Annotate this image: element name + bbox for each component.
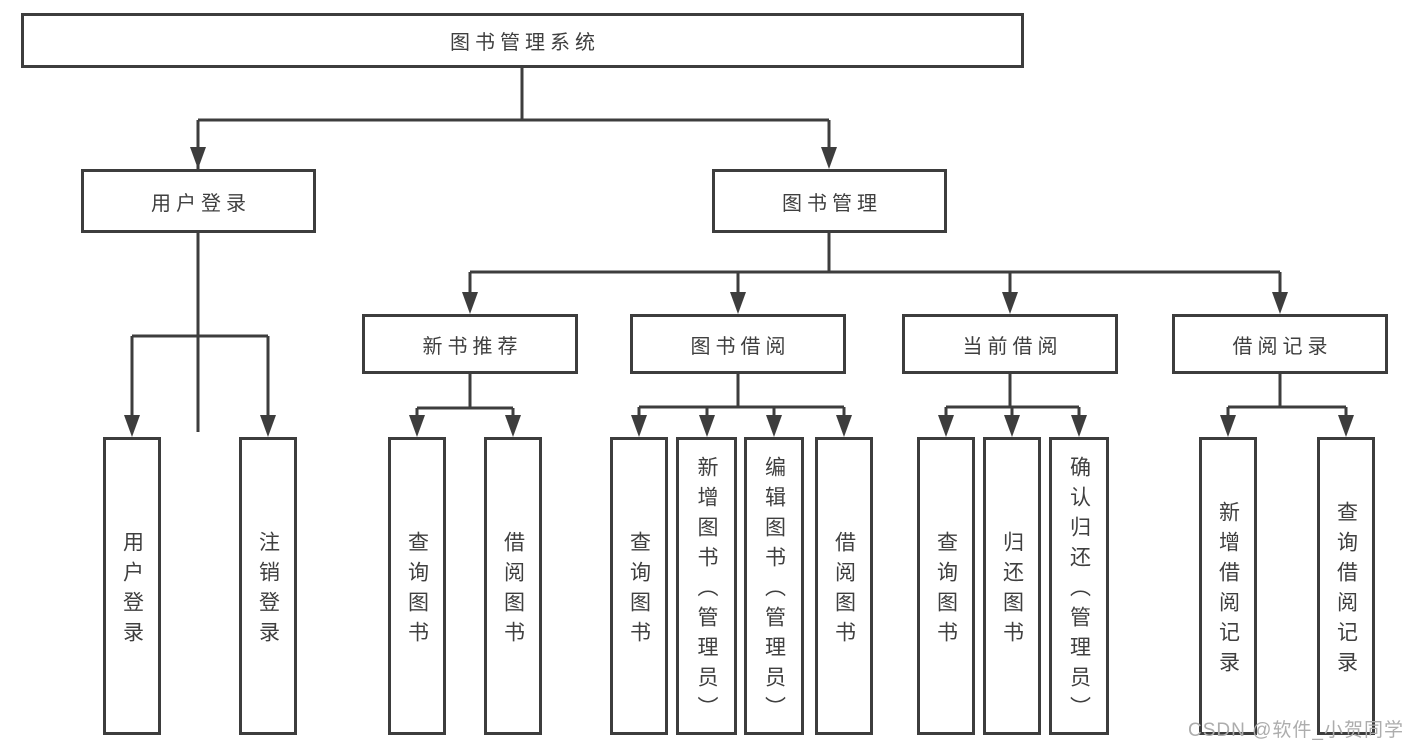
node-book-borrow: 图书借阅: [630, 314, 846, 374]
arrow-leaf-bbborrow: [836, 415, 852, 437]
leaf-cb-query-book: 查询图书: [917, 437, 975, 735]
arrow-leaf-logout: [260, 415, 276, 437]
arrow-leaf-bbquery: [631, 415, 647, 437]
node-book-mgmt-label: 图书管理: [782, 192, 882, 215]
leaf-br-add-record: 新增借阅记录: [1199, 437, 1257, 735]
leaf-bb-edit-book: 编辑图书（管理员）: [744, 437, 804, 735]
edge-bookmgmt-level3: [468, 233, 1282, 310]
edge-record-leaves: [1226, 374, 1348, 432]
leaf-bb-borrow-book-label: 借阅图书: [832, 530, 856, 651]
leaf-cb-confirm-return: 确认归还（管理员）: [1049, 437, 1109, 735]
arrow-leaf-bbedit: [766, 415, 782, 437]
leaf-bb-add-book: 新增图书（管理员）: [676, 437, 737, 735]
leaf-br-query-record: 查询借阅记录: [1317, 437, 1375, 735]
arrow-currentborrow: [1002, 292, 1018, 314]
node-user-login: 用户登录: [81, 169, 316, 233]
edge-newbook-leaves: [415, 374, 515, 432]
arrowheads: [124, 147, 1354, 437]
leaf-nb-borrow-book: 借阅图书: [484, 437, 542, 735]
arrow-leaf-cbreturn: [1004, 415, 1020, 437]
leaf-cb-return-book: 归还图书: [983, 437, 1041, 735]
node-new-book-recommend-label: 新书推荐: [422, 335, 523, 358]
node-borrow-record: 借阅记录: [1172, 314, 1388, 374]
node-current-borrow: 当前借阅: [902, 314, 1118, 374]
node-root: 图书管理系统: [21, 13, 1024, 68]
arrow-bookmgmt: [821, 147, 837, 169]
leaf-br-add-record-label: 新增借阅记录: [1216, 500, 1240, 681]
leaf-nb-query-book-label: 查询图书: [405, 530, 429, 651]
arrow-leaf-cbquery: [938, 415, 954, 437]
node-user-login-label: 用户登录: [151, 192, 251, 215]
leaf-user-login: 用户登录: [103, 437, 161, 735]
tree-edges: [130, 68, 1348, 432]
arrow-borrowrecord: [1272, 292, 1288, 314]
arrow-leaf-brquery: [1338, 415, 1354, 437]
arrow-leaf-bbadd: [699, 415, 715, 437]
arrow-leaf-cbconfirm: [1071, 415, 1087, 437]
leaf-br-query-record-label: 查询借阅记录: [1334, 500, 1358, 681]
leaf-logout-label: 注销登录: [256, 530, 280, 651]
leaf-nb-query-book: 查询图书: [388, 437, 446, 735]
edge-root-level2: [196, 68, 831, 432]
leaf-bb-add-book-label: 新增图书（管理员）: [695, 455, 718, 726]
csdn-watermark: CSDN @软件_小贺同学: [1188, 720, 1404, 741]
leaf-cb-confirm-return-label: 确认归还（管理员）: [1067, 455, 1091, 726]
leaf-bb-query-book: 查询图书: [610, 437, 668, 735]
leaf-bb-query-book-label: 查询图书: [627, 530, 651, 651]
leaf-bb-borrow-book: 借阅图书: [815, 437, 873, 735]
node-book-mgmt: 图书管理: [712, 169, 947, 233]
edge-userlogin-leaves: [130, 233, 270, 432]
node-borrow-record-label: 借阅记录: [1232, 335, 1333, 358]
node-root-label: 图书管理系统: [450, 32, 600, 54]
arrow-leaf-nbborrow: [505, 415, 521, 437]
node-current-borrow-label: 当前借阅: [962, 335, 1063, 358]
arrow-userlogin: [190, 147, 206, 169]
leaf-logout: 注销登录: [239, 437, 297, 735]
leaf-user-login-label: 用户登录: [120, 530, 144, 651]
arrow-bookborrow: [730, 292, 746, 314]
arrow-leaf-nbquery: [409, 415, 425, 437]
leaf-bb-edit-book-label: 编辑图书（管理员）: [762, 455, 786, 726]
node-new-book-recommend: 新书推荐: [362, 314, 578, 374]
arrow-newbook: [462, 292, 478, 314]
arrow-leaf-bradd: [1220, 415, 1236, 437]
leaf-cb-return-book-label: 归还图书: [1000, 530, 1024, 651]
leaf-nb-borrow-book-label: 借阅图书: [501, 530, 525, 651]
arrow-leaf-userlogin: [124, 415, 140, 437]
edge-borrow-leaves: [637, 374, 846, 432]
leaf-cb-query-book-label: 查询图书: [934, 530, 958, 651]
node-book-borrow-label: 图书借阅: [690, 335, 791, 358]
